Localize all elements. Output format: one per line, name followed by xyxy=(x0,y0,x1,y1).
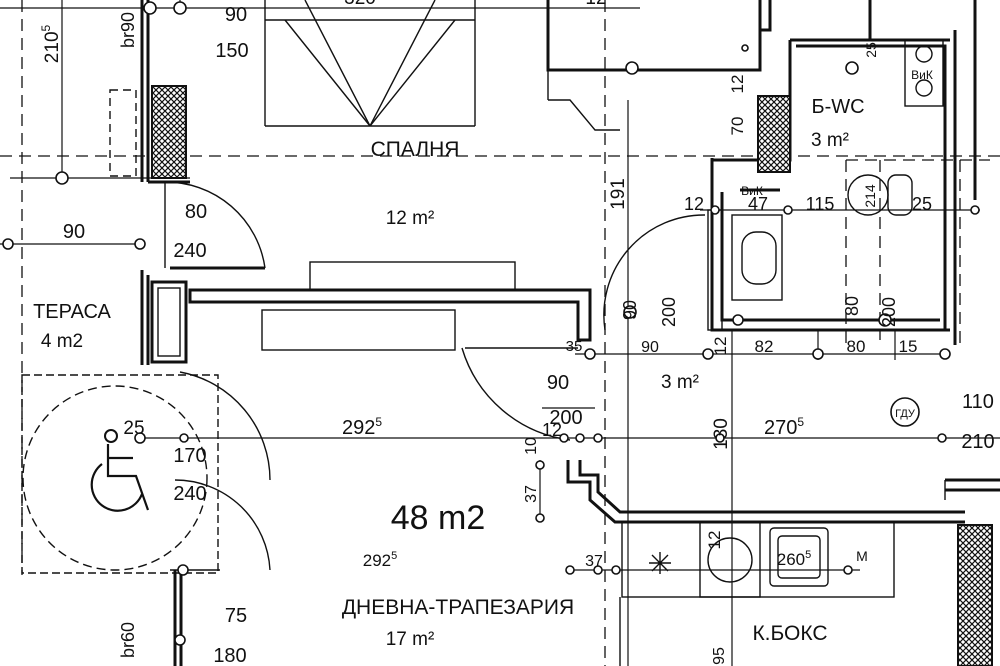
dim-25-b: 25 xyxy=(912,194,932,214)
dim-150: 150 xyxy=(215,40,248,62)
dim-25-wc: 25 xyxy=(863,42,879,58)
hob-star-icon xyxy=(649,552,671,574)
dim-37-h: 37 xyxy=(585,553,603,570)
living-name: ДНЕВНА-ТРАПЕЗАРИЯ xyxy=(342,596,574,619)
terrace-area-label: 4 m2 xyxy=(41,331,83,352)
turning-circle xyxy=(22,385,208,571)
window-left xyxy=(109,89,137,177)
dim-240-b: 240 xyxy=(173,483,206,505)
dim-214: 214 xyxy=(862,184,878,208)
dim-191: 191 xyxy=(608,178,629,210)
dim-90-terrace: 90 xyxy=(63,221,85,243)
column-hatch-left xyxy=(151,85,187,179)
dimension-texts: 320 12 90 150 2105 br90 25 12 70 191 80 … xyxy=(39,0,995,666)
room-labels: СПАЛНЯ 12 m² Б-WC 3 m² ТЕРАСА 4 m2 3 m² … xyxy=(33,96,864,650)
terrace-name: ТЕРАСА xyxy=(33,301,111,323)
partition-wall xyxy=(188,261,592,351)
dim-80-a: 80 xyxy=(185,201,207,223)
gdu-label: ГДУ xyxy=(895,408,916,420)
dim-115: 115 xyxy=(806,194,835,214)
dim-80-h: 80 xyxy=(847,337,866,356)
dim-10: 10 xyxy=(523,437,540,455)
dim-180: 180 xyxy=(213,645,246,666)
dim-37-v: 37 xyxy=(523,485,540,503)
dim-110: 110 xyxy=(962,391,994,413)
dim-200-v2: 200 xyxy=(879,297,899,327)
door-swings xyxy=(164,181,706,571)
dim-320: 320 xyxy=(344,0,376,9)
dim-75: 75 xyxy=(225,605,247,627)
dim-12-k: 12 xyxy=(705,531,724,550)
dim-90-mid: 90 xyxy=(547,372,569,394)
living-area: 17 m² xyxy=(386,629,435,650)
dim-47: 47 xyxy=(748,194,768,214)
dim-2925-b: 2925 xyxy=(363,550,398,570)
bedroom-area: 12 m² xyxy=(386,208,435,229)
dim-90-v: 90 xyxy=(620,300,640,320)
dim-170: 170 xyxy=(173,445,206,467)
door-frame-terrace xyxy=(150,280,188,364)
living-kitchen-walls xyxy=(566,460,1000,666)
dim-12-top: 12 xyxy=(585,0,606,9)
dim-200-mid: 200 xyxy=(549,407,582,429)
dim-90-top: 90 xyxy=(225,4,247,26)
dim-130: 130 xyxy=(711,418,732,450)
wc-area: 3 m² xyxy=(811,130,849,151)
wheelchair-icon xyxy=(90,429,150,512)
wc-name: Б-WC xyxy=(811,96,864,118)
dim-90-h: 90 xyxy=(641,339,659,356)
column-hatch-wc xyxy=(757,95,791,173)
total-area: 48 m2 xyxy=(391,499,486,537)
dim-70-wc: 70 xyxy=(728,117,747,136)
dim-12-h: 12 xyxy=(711,337,730,356)
dim-12-mid: 12 xyxy=(542,420,562,440)
dim-210-right: 210 xyxy=(961,431,994,453)
dim-12-wc: 12 xyxy=(728,75,747,94)
column-hatch-kitchen xyxy=(957,524,993,666)
dim-82: 82 xyxy=(755,337,774,356)
dimension-marks xyxy=(2,1,980,646)
annotation-labels: ВиК ВиК ГДУ М xyxy=(741,68,933,564)
dim-35: 35 xyxy=(566,338,583,355)
dim-95: 95 xyxy=(711,647,728,665)
dim-br60: br60 xyxy=(118,622,138,658)
wc-fixtures xyxy=(707,39,944,331)
kitchen-name: К.БОКС xyxy=(752,622,827,645)
m-label: М xyxy=(856,548,868,564)
vik-label-mid: ВиК xyxy=(741,184,763,198)
dim-240-a: 240 xyxy=(173,240,206,262)
wardrobe xyxy=(264,0,476,127)
hall-area: 3 m² xyxy=(661,372,699,393)
dim-25-c: 25 xyxy=(123,418,144,439)
vik-label-top: ВиК xyxy=(911,68,933,82)
dim-2705: 2705 xyxy=(764,415,804,439)
dim-2605: 2605 xyxy=(777,549,812,569)
dim-12-b: 12 xyxy=(684,194,704,214)
dim-210-left: 2105 xyxy=(39,24,63,63)
dim-200-v: 200 xyxy=(659,297,679,327)
dim-15: 15 xyxy=(899,337,918,356)
dim-80-v: 80 xyxy=(842,296,862,316)
dim-2925-a: 2925 xyxy=(342,415,382,439)
dim-br90: br90 xyxy=(118,12,138,48)
terrace-area xyxy=(21,374,219,574)
bedroom-name: СПАЛНЯ xyxy=(371,138,460,161)
